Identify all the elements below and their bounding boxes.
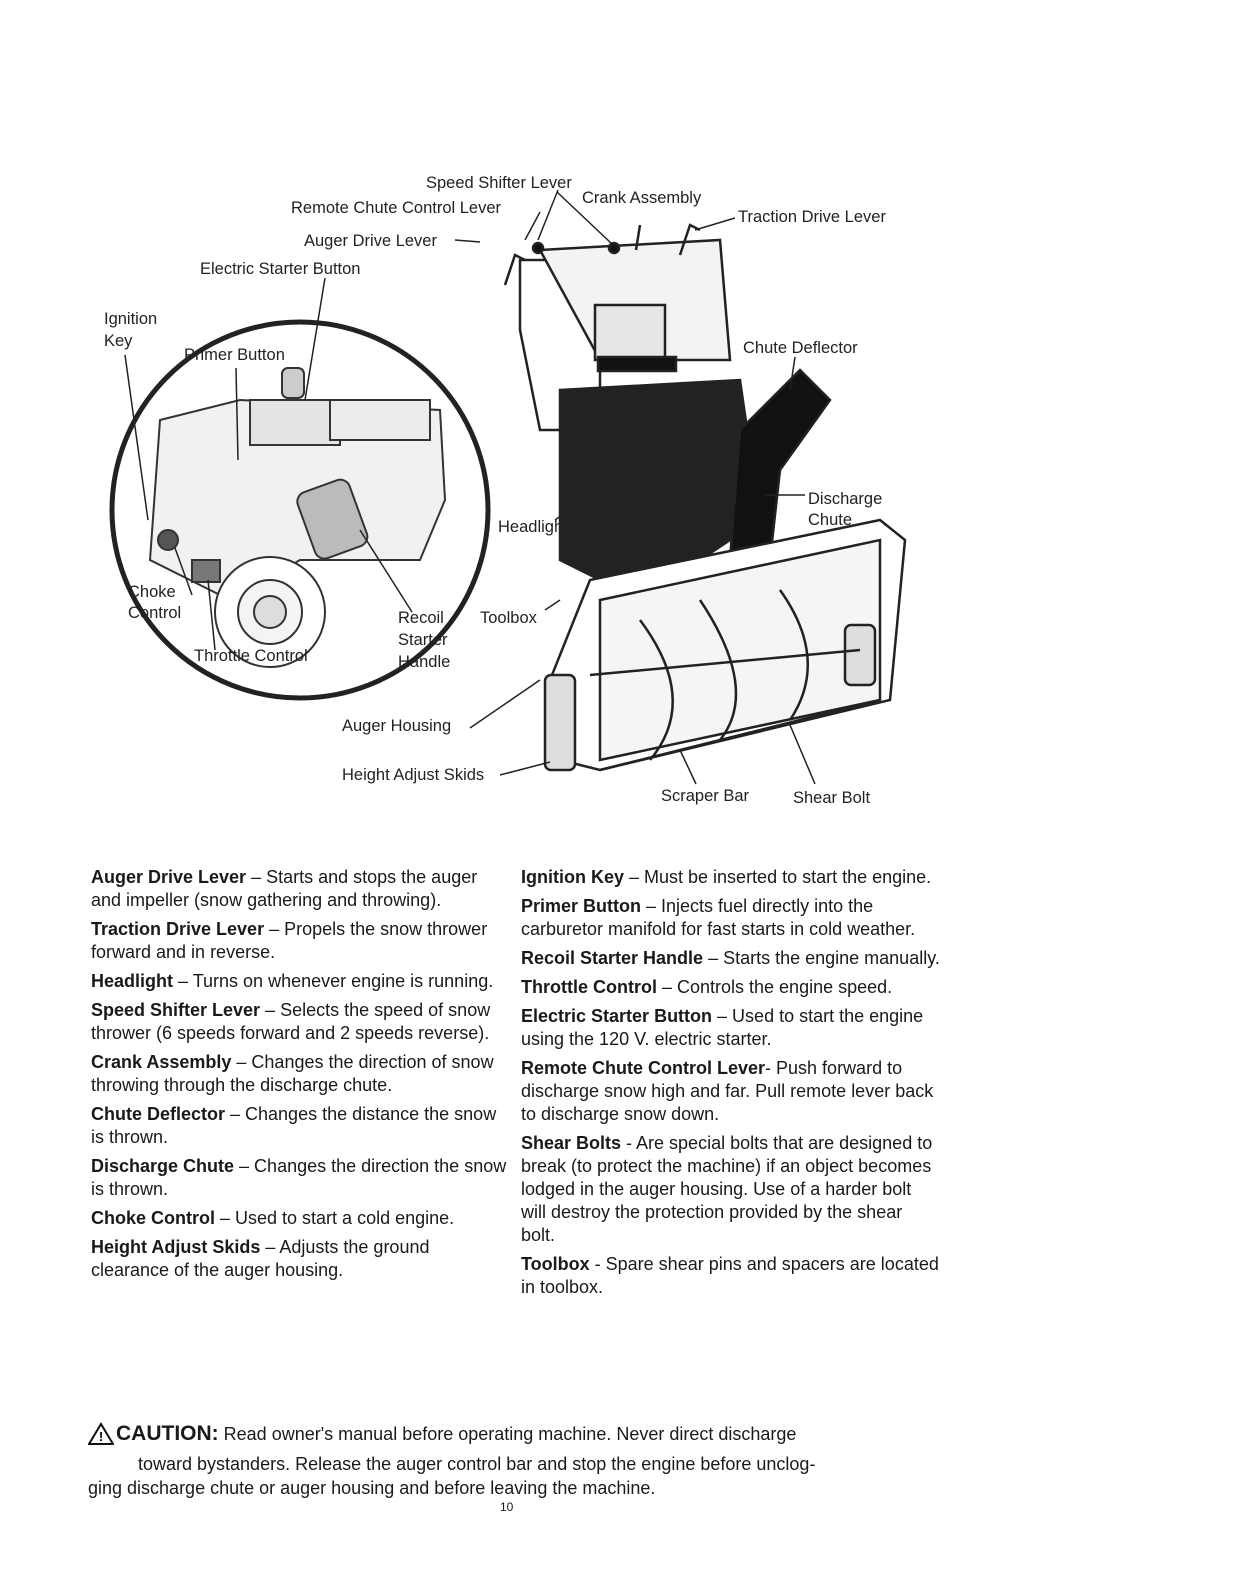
label-choke: Choke [128, 582, 176, 602]
desc: – Starts the engine manually. [703, 948, 940, 968]
label-auger-drive-lever: Auger Drive Lever [304, 231, 437, 251]
label-handle: Handle [398, 652, 450, 672]
term: Crank Assembly [91, 1052, 231, 1072]
label-chute-deflector: Chute Deflector [743, 338, 858, 358]
label-ignition: Ignition [104, 309, 157, 329]
label-remote-chute-control-lever: Remote Chute Control Lever [291, 198, 501, 218]
caution-line-1: Read owner's manual before operating mac… [219, 1424, 797, 1444]
label-key: Key [104, 331, 132, 351]
label-electric-starter-button: Electric Starter Button [200, 259, 360, 279]
term: Auger Drive Lever [91, 867, 246, 887]
term: Chute Deflector [91, 1104, 225, 1124]
caution-line-3: ging discharge chute or auger housing an… [88, 1478, 655, 1498]
term: Toolbox [521, 1254, 590, 1274]
svg-text:!: ! [99, 1429, 103, 1444]
label-scraper-bar: Scraper Bar [661, 786, 749, 806]
label-control: Control [128, 603, 181, 623]
term: Electric Starter Button [521, 1006, 712, 1026]
entry-recoil-starter-handle: Recoil Starter Handle – Starts the engin… [521, 947, 941, 970]
entry-crank-assembly: Crank Assembly – Changes the direction o… [91, 1051, 511, 1097]
label-traction-drive-lever: Traction Drive Lever [738, 207, 886, 227]
descriptions-left-column: Auger Drive Lever – Starts and stops the… [91, 866, 511, 1288]
term: Remote Chute Control Lever [521, 1058, 765, 1078]
term: Throttle Control [521, 977, 657, 997]
entry-ignition-key: Ignition Key – Must be inserted to start… [521, 866, 941, 889]
desc: – Turns on whenever engine is running. [173, 971, 493, 991]
term: Headlight [91, 971, 173, 991]
entry-headlight: Headlight – Turns on whenever engine is … [91, 970, 511, 993]
entry-shear-bolts: Shear Bolts - Are special bolts that are… [521, 1132, 941, 1247]
label-starter: Starter [398, 630, 448, 650]
desc: – Controls the engine speed. [657, 977, 892, 997]
label-primer-button: Primer Button [184, 345, 285, 365]
snow-thrower-diagram: Speed Shifter Lever Crank Assembly Remot… [0, 0, 1244, 850]
entry-electric-starter-button: Electric Starter Button – Used to start … [521, 1005, 941, 1051]
term: Primer Button [521, 896, 641, 916]
entry-traction-drive-lever: Traction Drive Lever – Propels the snow … [91, 918, 511, 964]
term: Ignition Key [521, 867, 624, 887]
entry-throttle-control: Throttle Control – Controls the engine s… [521, 976, 941, 999]
term: Recoil Starter Handle [521, 948, 703, 968]
entry-remote-chute-control-lever: Remote Chute Control Lever- Push forward… [521, 1057, 941, 1126]
term: Choke Control [91, 1208, 215, 1228]
warning-triangle-icon: ! [88, 1422, 114, 1452]
entry-primer-button: Primer Button – Injects fuel directly in… [521, 895, 941, 941]
term: Height Adjust Skids [91, 1237, 260, 1257]
entry-auger-drive-lever: Auger Drive Lever – Starts and stops the… [91, 866, 511, 912]
desc: – Used to start a cold engine. [215, 1208, 454, 1228]
entry-toolbox: Toolbox - Spare shear pins and spacers a… [521, 1253, 941, 1299]
label-shear-bolt: Shear Bolt [793, 788, 870, 808]
term: Discharge Chute [91, 1156, 234, 1176]
entry-choke-control: Choke Control – Used to start a cold eng… [91, 1207, 511, 1230]
label-auger-housing: Auger Housing [342, 716, 451, 736]
term: Traction Drive Lever [91, 919, 264, 939]
page-number: 10 [500, 1500, 513, 1514]
term: Shear Bolts [521, 1133, 621, 1153]
descriptions-right-column: Ignition Key – Must be inserted to start… [521, 866, 941, 1305]
entry-discharge-chute: Discharge Chute – Changes the direction … [91, 1155, 511, 1201]
entry-height-adjust-skids: Height Adjust Skids – Adjusts the ground… [91, 1236, 511, 1282]
snow-thrower-illustration [0, 0, 1244, 850]
label-recoil: Recoil [398, 608, 444, 628]
label-crank-assembly: Crank Assembly [582, 188, 701, 208]
label-toolbox: Toolbox [480, 608, 537, 628]
desc: – Must be inserted to start the engine. [624, 867, 931, 887]
label-chute: Chute [808, 510, 852, 530]
entry-chute-deflector: Chute Deflector – Changes the distance t… [91, 1103, 511, 1149]
caution-heading: CAUTION: [116, 1422, 219, 1445]
label-height-adjust-skids: Height Adjust Skids [342, 765, 484, 785]
caution-notice: ! CAUTION: Read owner's manual before op… [88, 1422, 948, 1500]
term: Speed Shifter Lever [91, 1000, 260, 1020]
entry-speed-shifter-lever: Speed Shifter Lever – Selects the speed … [91, 999, 511, 1045]
label-headlight: Headlight [498, 517, 568, 537]
label-speed-shifter-lever: Speed Shifter Lever [426, 173, 572, 193]
label-discharge: Discharge [808, 489, 882, 509]
caution-line-2: toward bystanders. Release the auger con… [88, 1452, 948, 1476]
label-throttle-control: Throttle Control [194, 646, 308, 666]
